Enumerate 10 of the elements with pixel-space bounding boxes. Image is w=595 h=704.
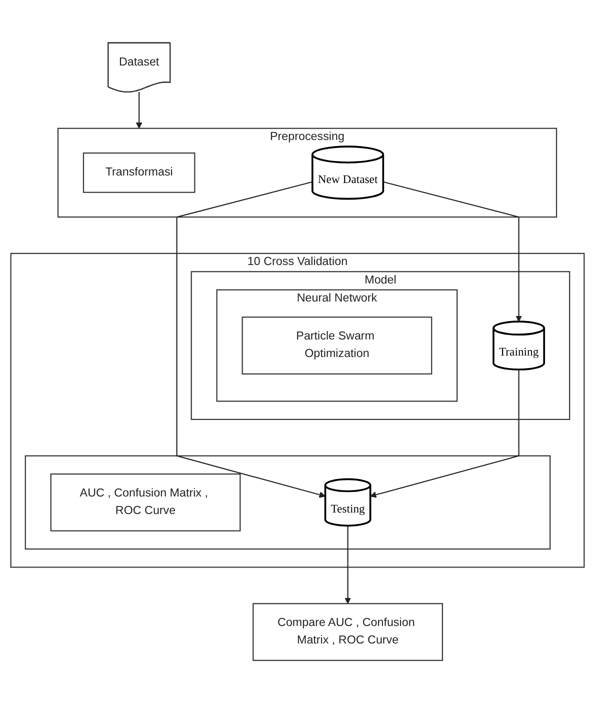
arrow [176, 182, 326, 498]
cluster [24, 456, 551, 550]
arrow [383, 182, 522, 322]
arrow [370, 370, 520, 498]
node-box: Transformasi [82, 152, 196, 194]
node-box: Compare AUC , Confusion Matrix , ROC Curve [252, 603, 443, 662]
node-box: AUC , Confusion Matrix , ROC Curve [50, 474, 241, 532]
arrow [344, 526, 351, 604]
arrow [136, 92, 142, 130]
node-box: Particle Swarm Optimization [242, 316, 432, 375]
